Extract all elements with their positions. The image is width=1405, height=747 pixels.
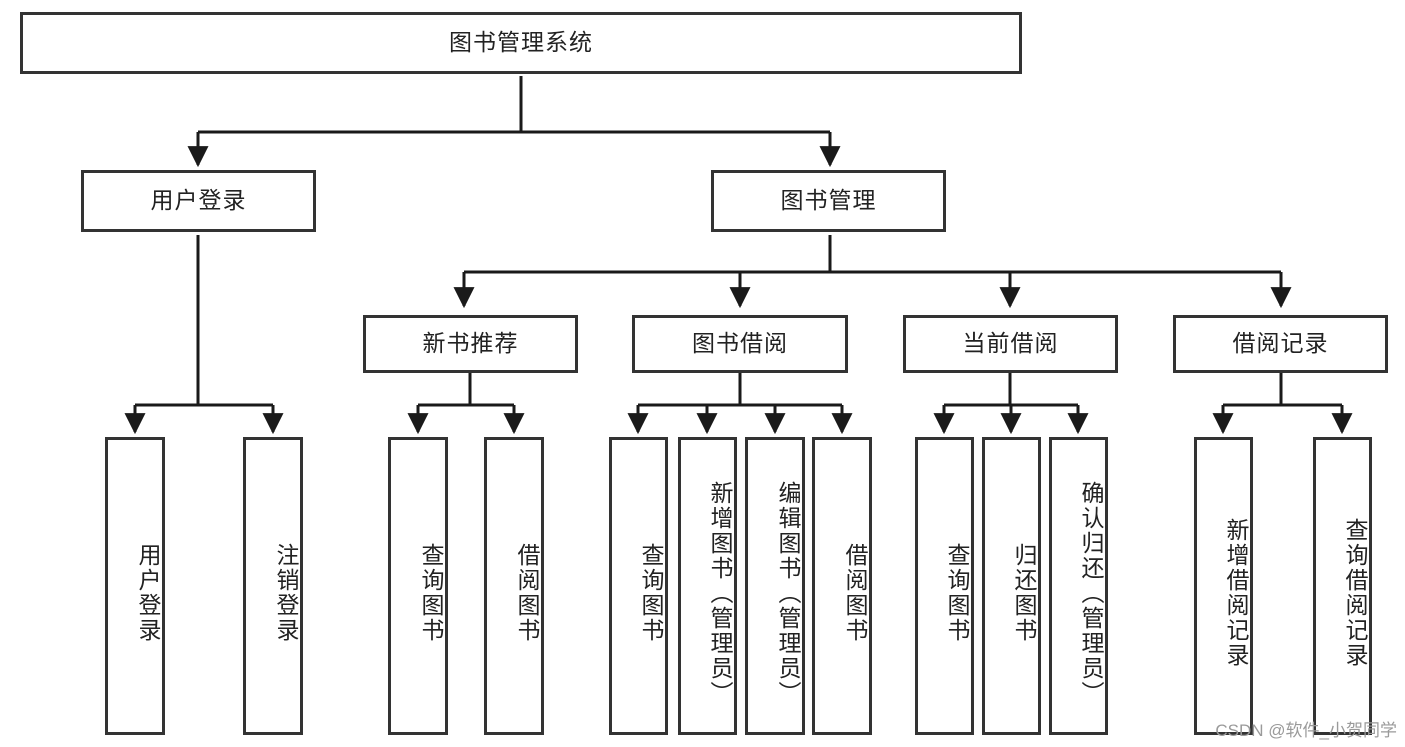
node-root-book-management-system[interactable]: 图书管理系统: [20, 12, 1022, 74]
node-leaf-current-query-book[interactable]: 查询图书: [915, 437, 974, 735]
node-leaf-new-book-borrow[interactable]: 借阅图书: [484, 437, 544, 735]
node-current-borrow[interactable]: 当前借阅: [903, 315, 1118, 373]
node-label: 查询图书: [418, 543, 444, 643]
node-leaf-return-book[interactable]: 归还图书: [982, 437, 1041, 735]
node-label: 注销登录: [273, 543, 299, 643]
watermark: CSDN @软件_小贺同学: [1215, 721, 1397, 740]
node-leaf-add-borrow-record[interactable]: 新增借阅记录: [1194, 437, 1253, 735]
node-leaf-borrow-book[interactable]: 借阅图书: [812, 437, 872, 735]
node-label: 新增图书（管理员）: [707, 480, 733, 706]
node-label: 图书管理系统: [449, 29, 593, 56]
node-label: 查询图书: [638, 543, 664, 643]
node-label: 编辑图书（管理员）: [775, 480, 801, 706]
node-label: 借阅图书: [842, 543, 868, 643]
node-leaf-query-borrow-record[interactable]: 查询借阅记录: [1313, 437, 1372, 735]
node-user-login[interactable]: 用户登录: [81, 170, 316, 232]
node-label: 借阅记录: [1232, 330, 1329, 357]
node-label: 图书借阅: [692, 330, 788, 357]
node-leaf-user-login[interactable]: 用户登录: [105, 437, 165, 735]
node-label: 归还图书: [1011, 543, 1037, 643]
node-leaf-confirm-return-admin[interactable]: 确认归还（管理员）: [1049, 437, 1108, 735]
node-borrow-record[interactable]: 借阅记录: [1173, 315, 1388, 373]
node-label: 借阅图书: [514, 543, 540, 643]
node-label: 查询借阅记录: [1342, 518, 1368, 668]
node-new-book-recommend[interactable]: 新书推荐: [363, 315, 578, 373]
node-leaf-new-book-query[interactable]: 查询图书: [388, 437, 448, 735]
node-label: 新增借阅记录: [1223, 518, 1249, 668]
node-leaf-borrow-query-book[interactable]: 查询图书: [609, 437, 668, 735]
node-label: 当前借阅: [962, 330, 1059, 357]
node-label: 用户登录: [135, 543, 161, 643]
node-label: 新书推荐: [422, 330, 519, 357]
node-leaf-edit-book-admin[interactable]: 编辑图书（管理员）: [745, 437, 805, 735]
node-leaf-logout[interactable]: 注销登录: [243, 437, 303, 735]
node-leaf-add-book-admin[interactable]: 新增图书（管理员）: [678, 437, 737, 735]
node-book-management[interactable]: 图书管理: [711, 170, 946, 232]
node-book-borrow[interactable]: 图书借阅: [632, 315, 848, 373]
node-label: 查询图书: [944, 543, 970, 643]
node-label: 图书管理: [780, 187, 877, 214]
node-label: 用户登录: [150, 187, 247, 214]
node-label: 确认归还（管理员）: [1078, 480, 1104, 706]
